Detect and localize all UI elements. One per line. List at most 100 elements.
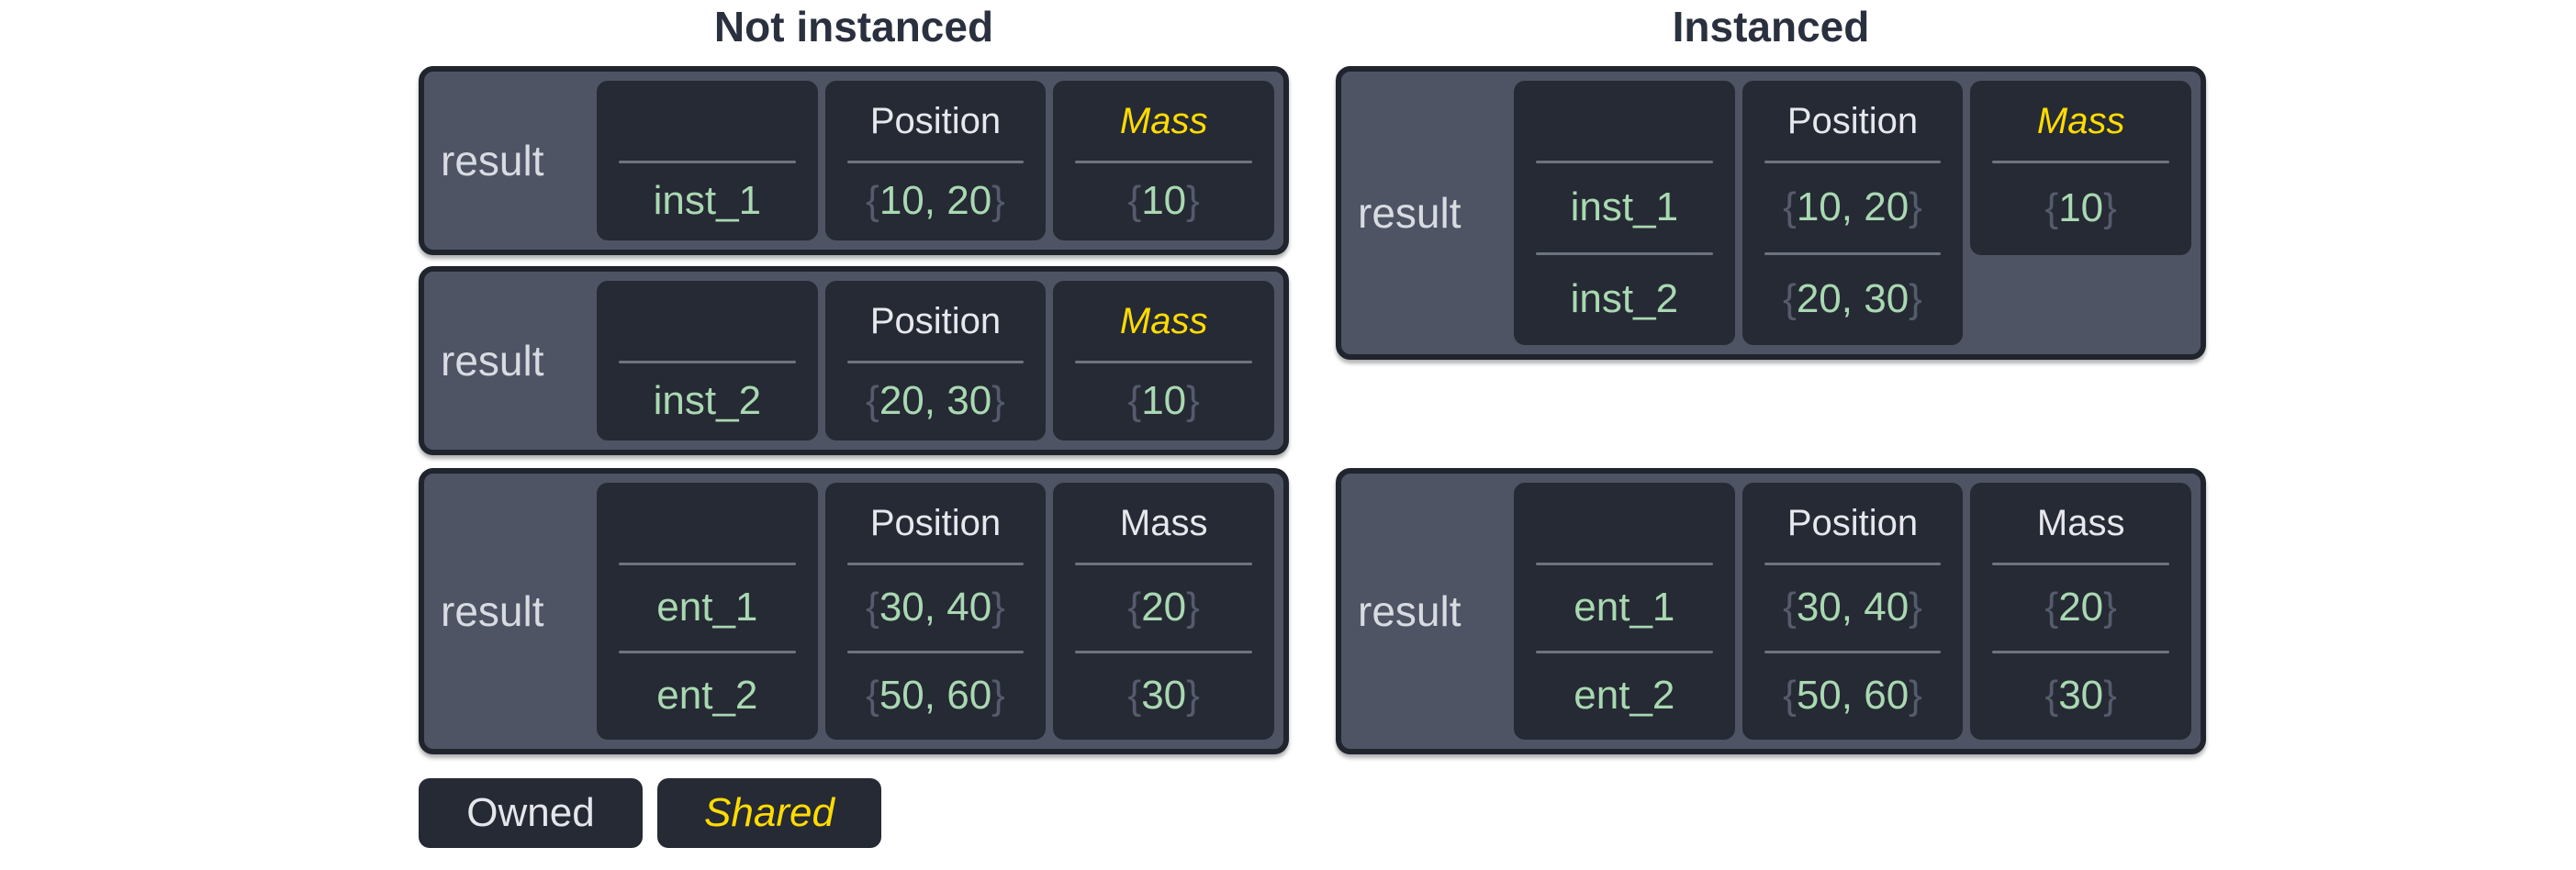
entity-name: inst_2 — [1570, 276, 1679, 321]
result-box-instanced-2: result ent_1 ent_2 Position {30, 40} {50… — [1336, 468, 2206, 754]
brace-open: { — [866, 673, 879, 718]
entity-cell: ent_1 ent_2 — [1514, 483, 1735, 740]
cells-group: inst_2 Position {20, 30} Mass {10} — [597, 281, 1275, 441]
mass-row: {10} — [1053, 161, 1274, 240]
instanced-title: Instanced — [1672, 3, 1870, 50]
brace-open: { — [1127, 673, 1142, 718]
brace-open: { — [1127, 585, 1142, 630]
brace-open: { — [2044, 585, 2059, 630]
entity-name: ent_1 — [1574, 585, 1675, 630]
entity-name: ent_2 — [656, 673, 758, 718]
result-label: result — [441, 137, 544, 184]
mass-value: 20 — [1141, 585, 1187, 630]
mass-value: 30 — [1141, 673, 1187, 718]
brace-close: } — [991, 178, 1005, 223]
position-row: {30, 40} — [825, 563, 1047, 652]
entity-name: ent_1 — [656, 585, 758, 630]
entity-cell-header — [597, 81, 818, 162]
position-row: {20, 30} — [1742, 252, 1964, 345]
result-box-not-instanced-1: result inst_1 Position {10, 20} Mass {10… — [419, 66, 1289, 255]
brace-open: { — [1127, 378, 1142, 423]
entity-cell: inst_1 inst_2 — [1514, 81, 1735, 345]
brace-open: { — [1783, 276, 1797, 321]
position-cell: Position {10, 20} {20, 30} — [1742, 81, 1964, 345]
result-box-not-instanced-2: result inst_2 Position {20, 30} Mass {10… — [419, 266, 1289, 455]
brace-close: } — [2103, 585, 2117, 630]
result-label: result — [1358, 189, 1462, 237]
brace-open: { — [2044, 185, 2059, 230]
position-row: {10, 20} — [825, 161, 1047, 240]
mass-value: 30 — [2058, 673, 2104, 718]
brace-close: } — [1186, 378, 1200, 423]
mass-cell: Mass {20} {30} — [1053, 483, 1275, 740]
entity-row: inst_2 — [597, 361, 818, 441]
mass-cell: Mass {10} — [1053, 81, 1275, 240]
brace-close: } — [1909, 276, 1922, 321]
entity-row: inst_1 — [597, 161, 818, 240]
brace-close: } — [2103, 673, 2117, 718]
mass-value: 10 — [2058, 185, 2104, 230]
cells-group: inst_1 inst_2 Position {10, 20} {20, 30}… — [1514, 81, 2192, 345]
legend-shared: Shared — [657, 778, 881, 848]
position-cell: Position {30, 40} {50, 60} — [1742, 483, 1964, 740]
position-value: 30, 40 — [1796, 585, 1910, 630]
position-header: Position — [869, 100, 1002, 141]
entity-name: inst_1 — [653, 178, 762, 223]
entity-cell: ent_1 ent_2 — [597, 483, 818, 740]
brace-open: { — [1783, 585, 1797, 630]
position-cell: Position {10, 20} — [824, 81, 1047, 240]
result-label: result — [1358, 587, 1462, 635]
cells-group: ent_1 ent_2 Position {30, 40} {50, 60} M… — [597, 483, 1275, 740]
entity-cell: inst_2 — [597, 281, 818, 441]
mass-header: Mass — [1119, 502, 1208, 543]
brace-close: } — [1186, 673, 1200, 718]
position-header: Position — [869, 300, 1002, 341]
position-value: 10, 20 — [1796, 184, 1910, 229]
mass-header-shared: Mass — [1119, 300, 1208, 341]
mass-value: 20 — [2058, 585, 2104, 630]
brace-open: { — [1127, 178, 1142, 223]
position-row: {10, 20} — [1742, 161, 1964, 253]
mass-row: {30} — [1970, 651, 2191, 740]
position-header: Position — [869, 502, 1002, 543]
brace-close: } — [1909, 585, 1922, 630]
brace-open: { — [866, 585, 879, 630]
entity-row: ent_1 — [1514, 563, 1735, 652]
entity-cell-header — [1514, 81, 1735, 162]
brace-open: { — [1783, 673, 1797, 718]
brace-close: } — [1186, 585, 1200, 630]
brace-open: { — [2044, 673, 2059, 718]
result-label: result — [441, 587, 544, 635]
brace-close: } — [991, 585, 1005, 630]
entity-row: ent_1 — [597, 563, 818, 652]
entity-cell-header — [597, 281, 818, 362]
position-row: {50, 60} — [825, 651, 1047, 740]
not-instanced-title: Not instanced — [713, 3, 994, 50]
brace-close: } — [2103, 185, 2117, 230]
entity-name: inst_2 — [653, 378, 762, 423]
position-row: {30, 40} — [1742, 563, 1964, 652]
entity-name: inst_1 — [1570, 184, 1679, 229]
entity-row: ent_2 — [597, 651, 818, 740]
mass-header-shared: Mass — [1119, 100, 1208, 141]
position-value: 50, 60 — [1796, 673, 1910, 718]
mass-header: Mass — [2036, 502, 2125, 543]
position-row: {20, 30} — [825, 361, 1047, 441]
mass-row: {20} — [1970, 563, 2191, 652]
position-value: 30, 40 — [879, 585, 992, 630]
entity-cell-header — [1514, 483, 1735, 563]
brace-open: { — [866, 378, 879, 423]
mass-row: {10} — [1970, 161, 2191, 255]
mass-cell: Mass {20} {30} — [1970, 483, 2192, 740]
mass-row: {20} — [1053, 563, 1274, 652]
legend-owned: Owned — [419, 778, 643, 848]
entity-row: inst_2 — [1514, 252, 1735, 345]
mass-row: {10} — [1053, 361, 1274, 441]
result-label: result — [441, 337, 544, 385]
mass-cell: Mass {10} — [1053, 281, 1275, 441]
position-value: 50, 60 — [879, 673, 992, 718]
brace-close: } — [991, 673, 1005, 718]
brace-close: } — [1186, 178, 1200, 223]
position-row: {50, 60} — [1742, 651, 1964, 740]
entity-name: ent_2 — [1574, 673, 1675, 718]
